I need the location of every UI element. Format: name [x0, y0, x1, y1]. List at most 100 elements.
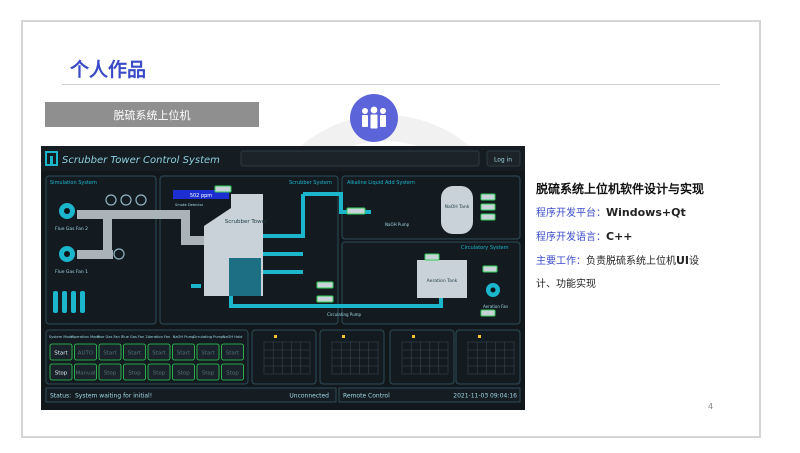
trend-plot-area	[263, 341, 311, 375]
gauge-icon	[105, 194, 147, 260]
flue-gas-fan-2-icon[interactable]	[59, 203, 75, 219]
smoke-value: 502 ppm	[190, 193, 212, 199]
smoke-value-display	[173, 190, 229, 199]
control-button-label: Start	[103, 351, 117, 357]
naoh-pump-label: NaOH Pump	[385, 222, 410, 227]
legend-swatch	[412, 335, 415, 338]
start-button[interactable]: Start	[49, 343, 73, 361]
control-header: Operation Mode	[71, 335, 101, 339]
simulation-panel-title: Simulation System	[50, 180, 97, 186]
control-button-label: Start	[128, 351, 142, 357]
platform-label: 程序开发平台：	[536, 208, 606, 219]
stop-button[interactable]: Manual	[74, 363, 97, 381]
work-line: 主要工作：负责脱硫系统上位机UI设	[536, 249, 746, 273]
control-button-label: Start	[201, 351, 215, 357]
scrubber-panel-title: Scrubber System	[289, 180, 332, 186]
control-button-label: Stop	[128, 371, 141, 377]
remote-control-label: Remote Control	[343, 393, 390, 400]
start-button[interactable]: Start	[172, 343, 195, 361]
aeration-fan-label: Aeration Fan	[483, 304, 509, 309]
start-button[interactable]: Start	[123, 343, 146, 361]
control-button-label: Stop	[202, 371, 215, 377]
work-text-ui: UI	[676, 254, 690, 267]
control-button-label: Stop	[104, 371, 117, 377]
page-title: 个人作品	[70, 59, 147, 81]
control-button-label: Stop	[177, 371, 190, 377]
stop-button[interactable]: Stop	[196, 363, 220, 381]
start-button[interactable]: Start	[98, 343, 122, 361]
platform-value: Windows+Qt	[606, 206, 686, 219]
control-header: Flue Gas Fan 2	[121, 335, 147, 339]
title-divider	[62, 84, 720, 85]
stop-button[interactable]: Stop	[49, 363, 73, 381]
status-text: System waiting for initial!	[75, 393, 152, 400]
start-button[interactable]: Start	[221, 343, 244, 361]
start-button[interactable]: AUTO	[74, 343, 97, 361]
aeration-tank	[417, 260, 467, 298]
header-bar	[240, 150, 480, 167]
section-label: 脱硫系统上位机	[45, 102, 259, 127]
smoke-detector-label: Smoke Detector	[175, 203, 204, 207]
language-line: 程序开发语言：C++	[536, 225, 746, 249]
control-header: Circulating Pump	[193, 335, 224, 339]
flue-gas-pipe	[77, 210, 205, 259]
scrubber-tower-label: Scrubber Tower	[225, 219, 268, 225]
trend-plot-area	[331, 341, 379, 375]
circulatory-panel-title: Circulatory System	[461, 245, 509, 251]
status-bar	[45, 387, 337, 403]
alkaline-panel-title: Alkaline Liquid Add System	[347, 180, 415, 186]
control-button-label: Stop	[153, 371, 166, 377]
stop-button[interactable]: Stop	[147, 363, 171, 381]
platform-line: 程序开发平台：Windows+Qt	[536, 201, 746, 225]
control-button-label: Start	[226, 351, 240, 357]
project-heading: 脱硫系统上位机软件设计与实现	[536, 182, 705, 196]
trend-plot-area	[401, 341, 449, 375]
trend-chart	[251, 329, 317, 385]
control-header: NaOH Hold	[223, 335, 243, 339]
work-text-2: 设	[689, 256, 700, 267]
circulating-pump-label: Circulating Pump	[327, 312, 362, 317]
naoh-tank	[441, 186, 473, 234]
naoh-tank-label: NaOH Tank	[445, 204, 470, 210]
control-button-label: Start	[54, 351, 68, 357]
flue-gas-fan-1-icon[interactable]	[59, 246, 75, 262]
start-button[interactable]: Start	[196, 343, 220, 361]
work-text-1: 负责脱硫系统上位机	[586, 256, 676, 267]
login-button[interactable]	[486, 150, 521, 167]
legend-swatch	[342, 335, 345, 338]
control-button-label: Start	[152, 351, 166, 357]
work-label: 主要工作：	[536, 256, 586, 267]
control-button-label: Stop	[226, 371, 239, 377]
remote-bar	[338, 387, 521, 403]
scada-screenshot: Scrubber Tower Control System Log in Sim…	[41, 146, 525, 410]
control-button-label: AUTO	[78, 351, 94, 357]
flue-gas-fan-1-label: Flue Gas Fan 1	[55, 269, 88, 275]
aeration-fan-icon[interactable]	[486, 283, 500, 297]
gas-cylinder-icon	[53, 291, 85, 313]
connection-status: Unconnected	[289, 393, 329, 400]
trend-plot-area	[467, 341, 515, 375]
login-label: Log in	[494, 157, 512, 164]
aeration-tank-label: Aeration Tank	[427, 278, 458, 284]
work-line-2: 计、功能实现	[536, 279, 596, 290]
stop-button[interactable]: Stop	[172, 363, 195, 381]
status-label: Status:	[50, 393, 71, 400]
people-group-icon	[350, 94, 398, 142]
project-description: 脱硫系统上位机软件设计与实现 程序开发平台：Windows+Qt 程序开发语言：…	[536, 178, 746, 296]
language-value: C++	[606, 230, 633, 243]
page-number: 4	[708, 402, 714, 411]
control-header: System Mode	[49, 335, 74, 339]
window-title: Scrubber Tower Control System	[62, 155, 220, 166]
app-logo-icon	[45, 151, 58, 166]
status-led	[214, 185, 498, 317]
stop-button[interactable]: Stop	[221, 363, 244, 381]
stop-button[interactable]: Stop	[98, 363, 122, 381]
control-button-label: Stop	[55, 371, 68, 377]
timestamp: 2021-11-03 09:04:16	[453, 393, 517, 400]
control-button-label: Start	[177, 351, 191, 357]
stop-button[interactable]: Stop	[123, 363, 146, 381]
start-button[interactable]: Start	[147, 343, 171, 361]
legend-swatch	[274, 335, 277, 338]
control-header: NaOH Pump	[173, 335, 195, 339]
control-header: Aeration Fan	[148, 335, 171, 339]
